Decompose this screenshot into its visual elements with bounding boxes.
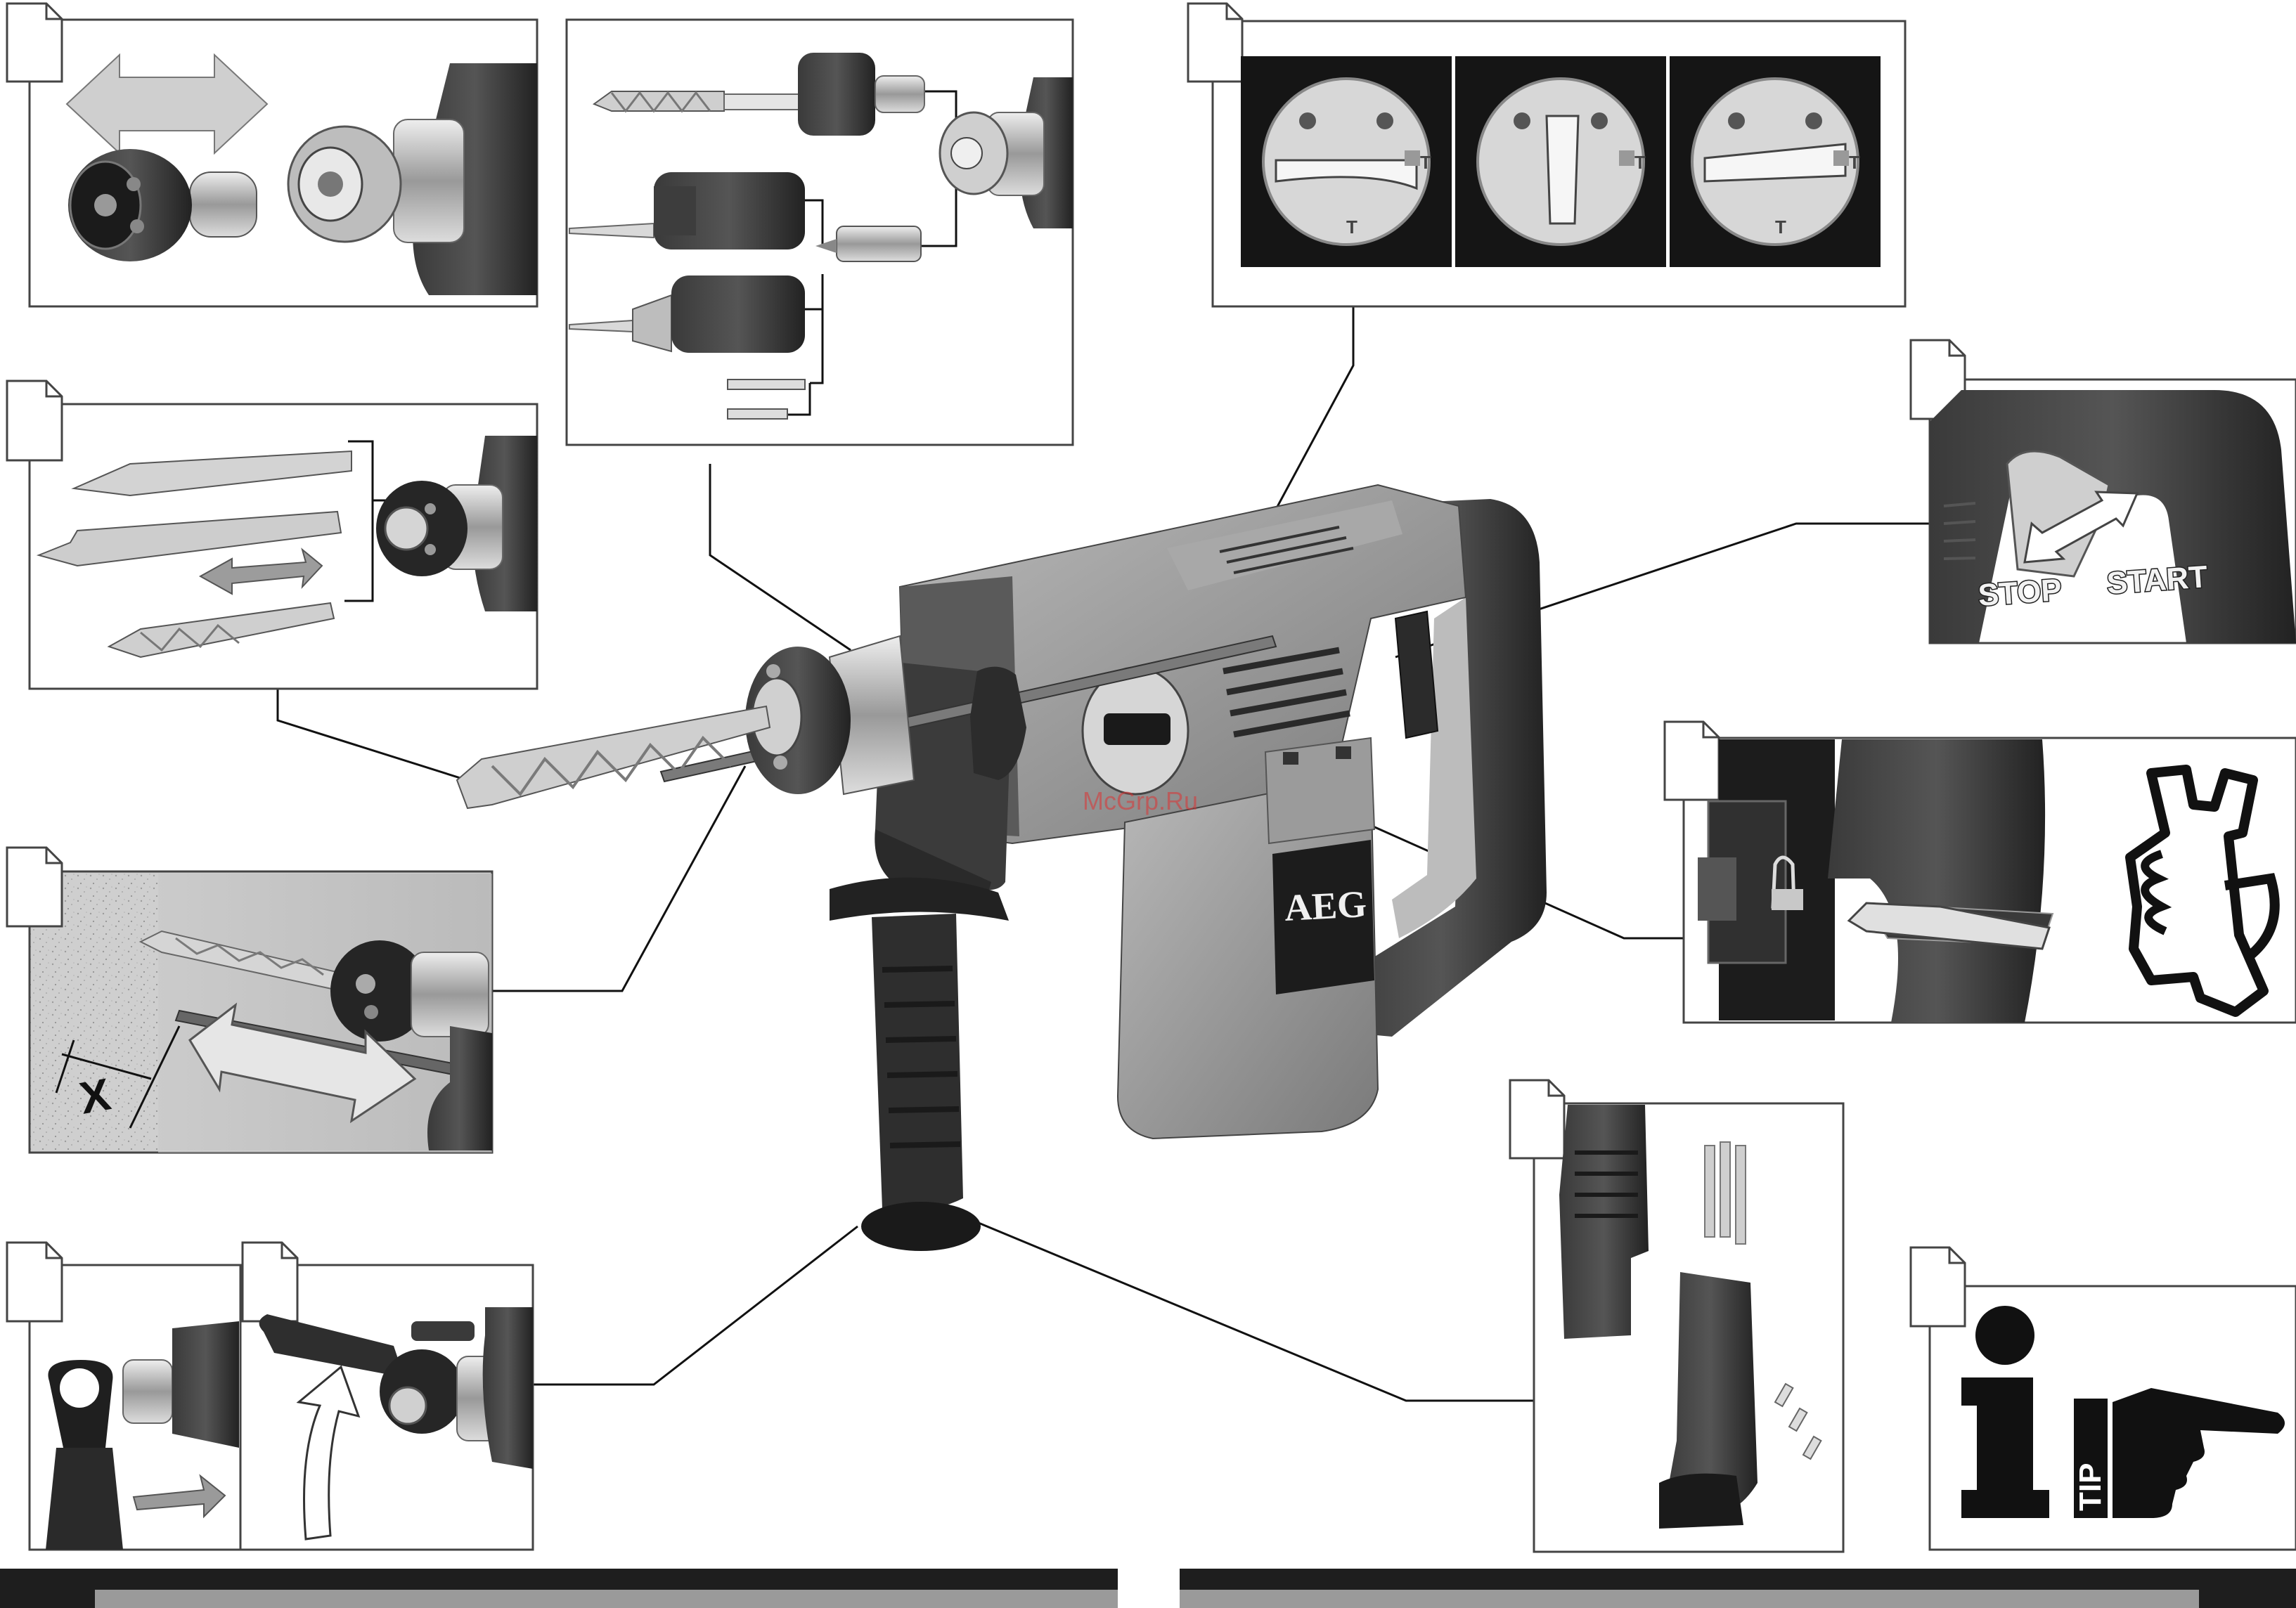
side-handle (830, 878, 1009, 1251)
start-label: START (2105, 559, 2209, 601)
footer-bars (0, 1569, 2296, 1608)
panel-tool-fitting-chart (567, 20, 1073, 445)
figure-tab-icon (7, 1243, 62, 1321)
panel-handle-storage (1510, 1080, 1843, 1552)
svg-text:T: T (1346, 216, 1357, 238)
tip-label: TIP (2073, 1463, 2108, 1511)
panel-trigger-switch: STOP START (1911, 340, 2296, 643)
dial-drilling: T T (1670, 56, 1881, 267)
figure-tab-icon (1665, 722, 1719, 800)
panel-side-handle (7, 1243, 533, 1550)
leader-line-side-handle (531, 1226, 858, 1385)
figure-tab-icon (7, 381, 62, 460)
panel-mode-selector: T T T T T (1188, 4, 1905, 306)
stop-label: STOP (1977, 573, 2063, 613)
dial-chiselling: T (1455, 56, 1666, 267)
stored-bits (1705, 1142, 1746, 1244)
svg-text:T: T (1420, 152, 1431, 173)
panel-service (1665, 722, 2296, 1023)
svg-text:T: T (1775, 216, 1786, 238)
panel-bit-insertion (7, 381, 537, 689)
panel-depth-stop: X (7, 848, 492, 1153)
leader-line-chuck-exchange (710, 464, 851, 650)
svg-text:T: T (1849, 152, 1860, 173)
figure-tab-icon (7, 848, 62, 926)
leader-line-bit-insertion (278, 689, 478, 784)
watermark-text: McGrp.Ru (1083, 786, 1198, 815)
figure-tab-icon (1911, 1247, 1965, 1326)
panel-tip: TIP (1911, 1247, 2296, 1550)
panel-chuck-exchange (7, 4, 537, 306)
leader-line-depth-stop (492, 766, 745, 991)
figure-tab-icon (1510, 1080, 1564, 1158)
svg-text:T: T (1634, 152, 1646, 173)
dial-hammer-drilling: T T (1241, 56, 1452, 267)
leader-line-handle-storage (970, 1219, 1534, 1401)
rotary-hammer: AEG (457, 485, 1547, 1251)
figure-tab-icon (243, 1243, 297, 1321)
brand-logo: AEG (1283, 883, 1367, 929)
figure-tab-icon (7, 4, 62, 82)
trigger-switch[interactable] (1395, 611, 1438, 738)
figure-tab-icon (1188, 4, 1242, 82)
